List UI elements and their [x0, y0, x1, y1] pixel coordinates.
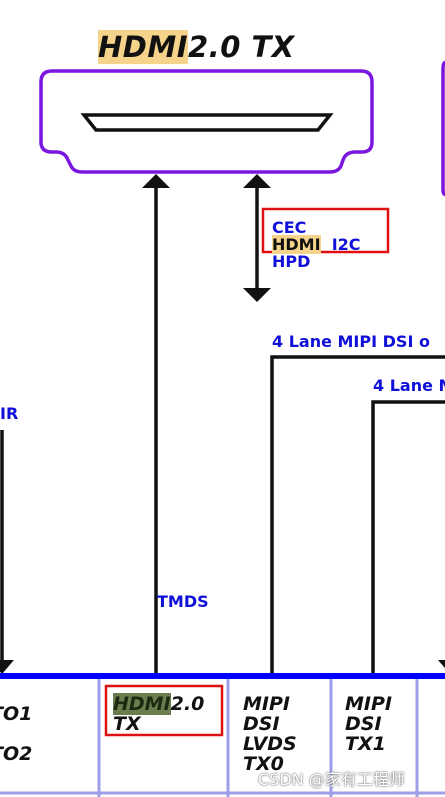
signal-i2c: I2C — [331, 235, 361, 254]
cec-arrowhead-down — [243, 288, 271, 302]
bus-cell-mipi1-line3: LVDS — [243, 733, 297, 755]
bus-cell-mipi1-line2: DSI — [243, 713, 280, 735]
bus-cell-mipi1-line1: MIPI — [243, 693, 290, 715]
signal-hdmi-highlight: HDMI — [272, 235, 321, 254]
side-signals-label: CEC HDMI I2C HPD — [272, 219, 361, 270]
bus-cell-hdmi-line2: TX — [113, 713, 141, 735]
signal-cec: CEC — [272, 218, 307, 237]
cec-arrowhead-up — [243, 174, 271, 188]
highlight-box-i2c — [261, 207, 390, 254]
bus-cell-mipi-dsi-0: MIPI DSI LVDS TX0 — [243, 694, 297, 774]
title-rest: 2.0 TX — [188, 30, 295, 64]
mipi-dsi-1-line — [371, 400, 445, 676]
mipi-lane-label-2: 4 Lane M — [373, 376, 445, 395]
signal-hpd: HPD — [272, 252, 311, 271]
blue-bus — [0, 673, 445, 679]
bus-cell-mipi2-line1: MIPI — [345, 693, 392, 715]
signal-hdmi-i2c: HDMI I2C — [272, 235, 361, 254]
watermark: CSDN @家有工程师 — [258, 770, 405, 789]
right-arrowhead-down — [438, 660, 445, 669]
bus-cell-mipi-dsi-1: MIPI DSI TX1 — [345, 694, 392, 754]
bus-cell-mipi2-line2: DSI — [345, 713, 382, 735]
hdmi-connector-outline — [39, 69, 374, 174]
highlight-box-hdmi-tx — [104, 684, 224, 737]
mipi-lane-label-1: 4 Lane MIPI DSI o — [272, 332, 430, 351]
bus-cell-hdmi-line1: HDMI2.0 — [113, 693, 205, 715]
ir-arrowhead-down — [0, 660, 14, 674]
bus-cell-mipi1-line4: TX0 — [243, 753, 284, 775]
tmds-label: TMDS — [157, 592, 209, 611]
diagram-title: HDMI2.0 TX — [98, 30, 295, 64]
bus-cell-hdmi-version: 2.0 — [170, 693, 205, 715]
title-highlight: HDMI — [98, 30, 188, 64]
tmds-arrowhead-up — [142, 174, 170, 188]
bus-cell-hdmi-tx: HDMI2.0 TX — [113, 693, 205, 735]
bus-cell-mipi2-line3: TX1 — [345, 733, 386, 755]
bus-cell-left-line1: TO1 — [0, 703, 33, 725]
hdmi-port-slot — [80, 113, 334, 132]
bus-cell-hdmi-highlight: HDMI — [113, 693, 171, 715]
ir-label: IR — [0, 404, 19, 423]
bus-cell-left-line2: TO2 — [0, 743, 33, 765]
bus-cell-left: TO1 TO2 — [0, 694, 32, 774]
mipi-dsi-0-line — [270, 355, 445, 676]
